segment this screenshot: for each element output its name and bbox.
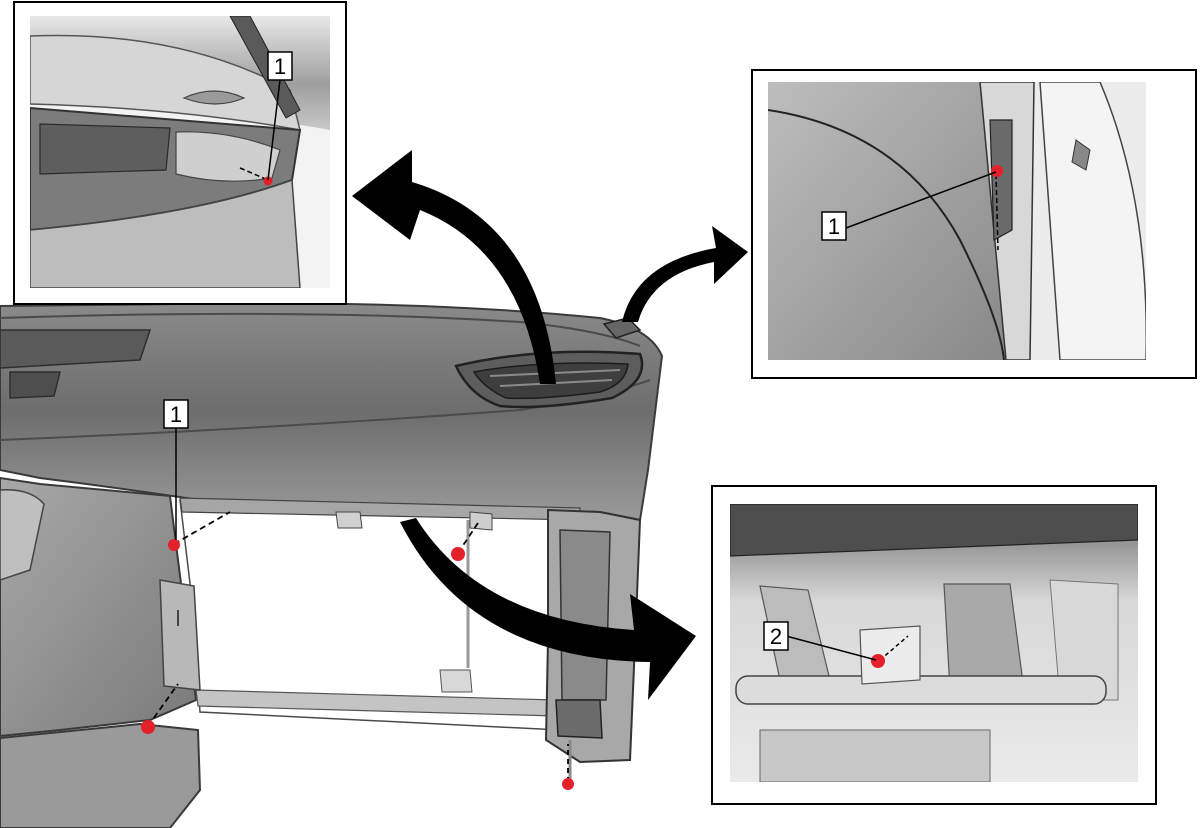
bracket-inner-panel	[559, 529, 611, 701]
dashboard-left-end-cap	[0, 489, 45, 581]
module-box	[943, 583, 1025, 691]
callout-number: 2	[770, 624, 782, 649]
callout-main-1: 1	[163, 399, 189, 540]
callout-box	[821, 211, 847, 241]
inset-top-right: 1	[751, 69, 1197, 379]
dash-end-tab	[602, 317, 642, 339]
dashboard-left-openings	[0, 329, 152, 369]
mesh-duct	[1049, 579, 1119, 701]
left-mount-tab	[159, 579, 201, 691]
callout-leader-line	[267, 79, 281, 181]
dash-lower-panel	[30, 178, 301, 288]
main-view-fasteners	[141, 511, 574, 790]
inset-bolt-fastener	[871, 654, 885, 668]
inset-top-left: 1	[13, 1, 347, 305]
fastener-direction-line	[147, 683, 179, 727]
inset-vent-housing	[175, 131, 281, 182]
dash-end-surface	[768, 82, 1010, 360]
callout-box	[763, 621, 789, 651]
arrow-to-top-right-inset	[622, 226, 748, 322]
screw-fastener-bottom	[562, 778, 574, 790]
a-pillar-trim	[1039, 82, 1146, 360]
frame-bracket	[439, 669, 473, 693]
rail-clip	[469, 511, 493, 531]
dashboard-lower-left-trim	[0, 476, 198, 738]
callout-box	[163, 399, 189, 429]
bracket-foot	[555, 699, 603, 739]
pillar-clip	[1071, 139, 1091, 171]
main-dashboard-view	[0, 302, 664, 828]
arrow-to-bottom-right-inset	[400, 518, 696, 700]
callout-leader-line	[785, 635, 877, 661]
inset-opening	[39, 123, 171, 175]
rail-clip	[335, 511, 363, 529]
arrow-to-top-left-inset	[352, 150, 556, 384]
fastener-direction-line	[457, 519, 481, 554]
beam-bracket	[859, 625, 921, 685]
callout-number: 1	[170, 402, 182, 427]
fastener-direction-line	[995, 173, 999, 251]
inset-speaker-grille	[182, 90, 246, 105]
fastener-direction-line	[879, 635, 909, 661]
inset-bottom-right: 2	[711, 485, 1157, 805]
a-pillar-edge	[229, 16, 301, 119]
callout-leader-line	[845, 171, 997, 229]
dash-contour-line	[768, 109, 1005, 360]
callout-number: 1	[274, 54, 286, 79]
callout-box	[267, 51, 293, 81]
fastener-direction-line	[173, 511, 231, 545]
inset-screw-fastener	[991, 165, 1003, 177]
dashboard-switch-opening	[9, 371, 61, 399]
screw-fastener-lower-left	[141, 720, 155, 734]
inset-screw-fastener	[263, 176, 273, 186]
screw-fastener-1	[168, 539, 180, 551]
end-cap-slot	[989, 119, 1013, 242]
direction-arrows	[352, 150, 748, 700]
hvac-housing	[759, 729, 991, 782]
fastener-direction-line	[239, 167, 269, 181]
callout-number: 1	[828, 214, 840, 239]
dash-underside	[730, 504, 1138, 557]
screw-fastener-center	[451, 547, 465, 561]
dashboard-top-edge	[0, 312, 641, 347]
cross-car-beam	[735, 675, 1107, 705]
knee-bolster-lower	[0, 722, 202, 828]
